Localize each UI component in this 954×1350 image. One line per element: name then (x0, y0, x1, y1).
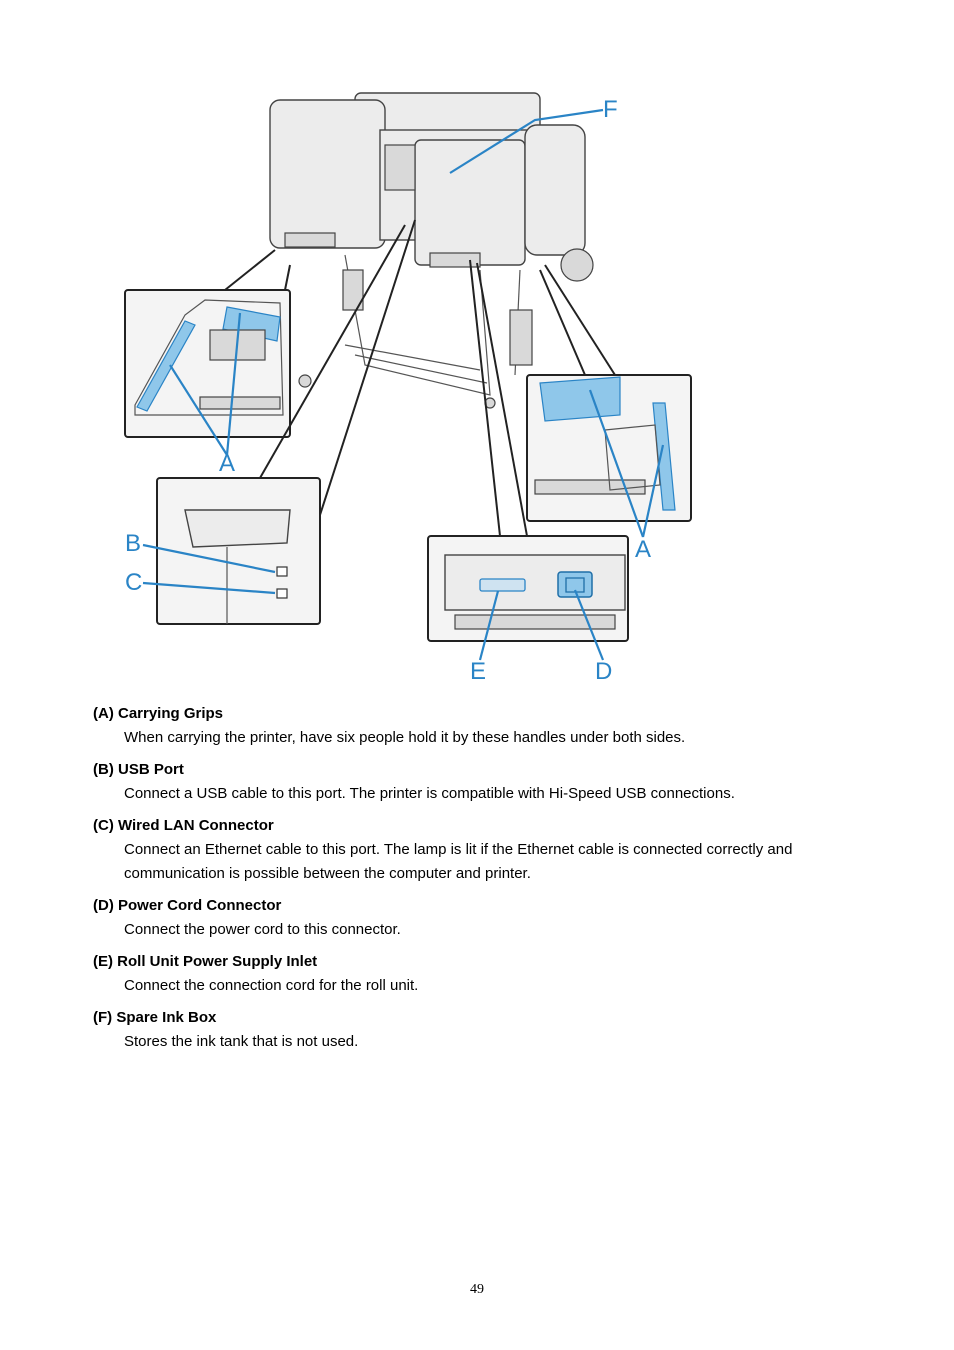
inset-right-grip (527, 375, 691, 521)
callout-d: D (595, 658, 612, 685)
item-carrying-grips: (A) Carrying Grips When carrying the pri… (93, 704, 893, 750)
item-term: (F) Spare Ink Box (93, 1008, 893, 1028)
item-description: Connect a USB cable to this port. The pr… (124, 782, 893, 806)
printer-rear-diagram: F A A B C E D (115, 85, 700, 690)
callout-b: B (125, 530, 141, 557)
item-term: (B) USB Port (93, 760, 893, 780)
item-term: (C) Wired LAN Connector (93, 816, 893, 836)
callout-a-right: A (635, 536, 651, 563)
item-description: Connect the power cord to this connector… (124, 918, 893, 942)
inset-left-grip (125, 290, 290, 437)
printer-illustration (270, 93, 593, 408)
callout-c: C (125, 569, 142, 596)
item-term: (A) Carrying Grips (93, 704, 893, 724)
callout-f: F (603, 96, 618, 123)
item-usb-port: (B) USB Port Connect a USB cable to this… (93, 760, 893, 806)
inset-ports (157, 478, 320, 624)
item-term: (D) Power Cord Connector (93, 896, 893, 916)
callout-a-left: A (219, 450, 235, 477)
item-spare-ink-box: (F) Spare Ink Box Stores the ink tank th… (93, 1008, 893, 1054)
page-number: 49 (0, 1282, 954, 1298)
item-description: Connect the connection cord for the roll… (124, 974, 893, 998)
inset-power (428, 536, 628, 641)
item-term: (E) Roll Unit Power Supply Inlet (93, 952, 893, 972)
item-roll-unit-power-inlet: (E) Roll Unit Power Supply Inlet Connect… (93, 952, 893, 998)
item-description: Stores the ink tank that is not used. (124, 1030, 893, 1054)
callout-e: E (470, 658, 486, 685)
item-description: Connect an Ethernet cable to this port. … (124, 838, 893, 886)
item-description: When carrying the printer, have six peop… (124, 726, 893, 750)
component-list: (A) Carrying Grips When carrying the pri… (93, 704, 893, 1064)
item-wired-lan-connector: (C) Wired LAN Connector Connect an Ether… (93, 816, 893, 886)
item-power-cord-connector: (D) Power Cord Connector Connect the pow… (93, 896, 893, 942)
